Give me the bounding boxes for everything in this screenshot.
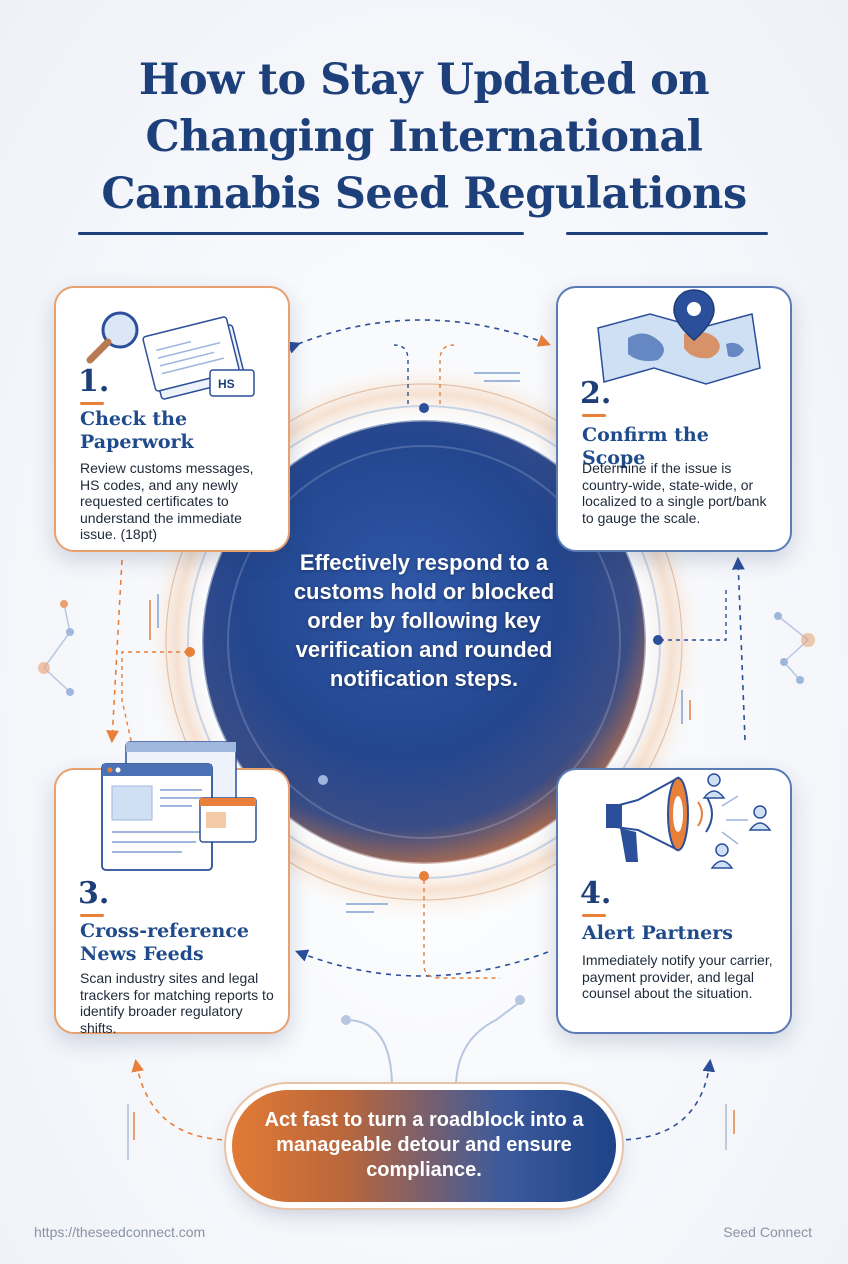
hs-code-label: HS: [218, 377, 235, 391]
step-card-1: HS 1. Check the Paperwork Review customs…: [54, 286, 290, 552]
footer-url[interactable]: https://theseedconnect.com: [34, 1224, 206, 1240]
step-number-2: 2.: [580, 376, 612, 417]
documents-magnifier-icon: HS: [84, 304, 274, 409]
step-body-3: Scan industry sites and legal trackers f…: [80, 970, 274, 1036]
step-number-3: 3.: [78, 876, 110, 917]
title-line-1: How to Stay Updated on: [138, 55, 710, 105]
megaphone-icon: [598, 770, 788, 885]
step-title-4: Alert Partners: [582, 922, 733, 944]
title-underline-left: [78, 232, 524, 235]
title-line-2: Changing International: [145, 112, 703, 162]
title-line-3: Cannabis Seed Regulations: [101, 169, 747, 219]
step-title-1: Check the Paperwork: [80, 408, 194, 453]
footer-brand: Seed Connect: [723, 1224, 812, 1240]
step-card-2: 2. Confirm the Scope Determine if the is…: [556, 286, 792, 552]
step-number-4: 4.: [580, 876, 612, 917]
callout-pill: Act fast to turn a roadblock into a mana…: [232, 1090, 616, 1202]
step-body-1: Review customs messages, HS codes, and a…: [80, 460, 254, 542]
step-card-4: 4. Alert Partners Immediately notify you…: [556, 768, 792, 1034]
callout-text: Act fast to turn a roadblock into a mana…: [264, 1109, 584, 1181]
step-body-2: Determine if the issue is country-wide, …: [582, 460, 767, 526]
step-number-1: 1.: [78, 364, 110, 405]
step-title-3: Cross-reference News Feeds: [80, 920, 250, 965]
map-pin-icon: [588, 284, 768, 399]
step-card-3: 3. Cross-reference News Feeds Scan indus…: [54, 741, 290, 1036]
step-body-4: Immediately notify your carrier, payment…: [582, 952, 773, 1001]
page-title: How to Stay Updated on Changing Internat…: [0, 52, 848, 223]
step-title-2: Confirm the Scope: [582, 424, 709, 469]
browser-windows-icon: [96, 738, 266, 883]
title-underline-right: [566, 232, 768, 235]
center-summary-text: Effectively respond to a customs hold or…: [293, 550, 555, 691]
